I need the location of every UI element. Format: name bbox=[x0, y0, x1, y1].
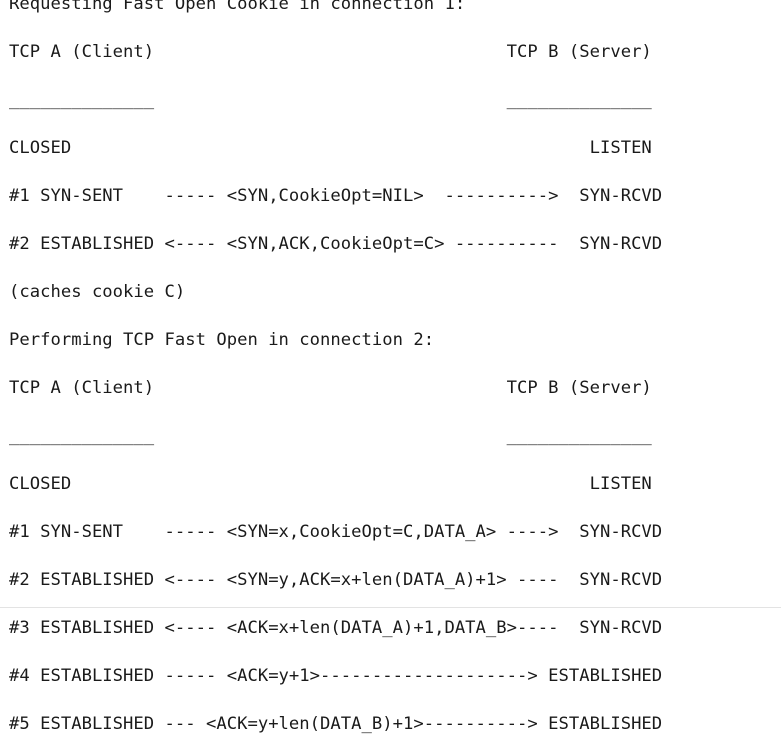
message-row-2-4: #4 ESTABLISHED ----- <ACK=y+1>----------… bbox=[9, 666, 663, 686]
performing-tfo-heading: Performing TCP Fast Open in connection 2… bbox=[9, 330, 435, 350]
message-row-2-1: #1 SYN-SENT ----- <SYN=x,CookieOpt=C,DAT… bbox=[9, 522, 663, 542]
peer-header-row-2: TCP A (Client) TCP B (Server) bbox=[9, 378, 652, 398]
initial-state-row-1: CLOSED LISTEN bbox=[9, 138, 652, 158]
requesting-cookie-heading: Requesting Fast Open Cookie in connectio… bbox=[9, 0, 466, 14]
message-row-2-3: #3 ESTABLISHED <---- <ACK=x+len(DATA_A)+… bbox=[9, 618, 663, 638]
ascii-diagram-text: Requesting Fast Open Cookie in connectio… bbox=[9, 0, 781, 748]
peer-underline-row-2: ______________ ______________ bbox=[9, 426, 652, 446]
message-row-2-2: #2 ESTABLISHED <---- <SYN=y,ACK=x+len(DA… bbox=[9, 570, 663, 590]
message-row-1-1: #1 SYN-SENT ----- <SYN,CookieOpt=NIL> --… bbox=[9, 186, 663, 206]
peer-underline-row-1: ______________ ______________ bbox=[9, 90, 652, 110]
message-row-1-2: #2 ESTABLISHED <---- <SYN,ACK,CookieOpt=… bbox=[9, 234, 663, 254]
cache-note-row: (caches cookie C) bbox=[9, 282, 186, 302]
message-row-2-5: #5 ESTABLISHED --- <ACK=y+len(DATA_B)+1>… bbox=[9, 714, 663, 734]
initial-state-row-2: CLOSED LISTEN bbox=[9, 474, 652, 494]
bottom-divider bbox=[0, 607, 781, 608]
peer-header-row-1: TCP A (Client) TCP B (Server) bbox=[9, 42, 652, 62]
